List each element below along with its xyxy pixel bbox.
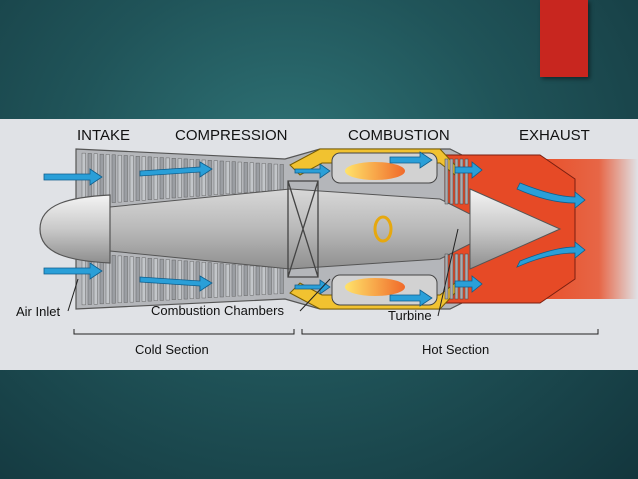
compressor-blade (237, 264, 242, 297)
compressor-blade (189, 159, 194, 197)
hot-section-bracket (301, 329, 599, 335)
callout-combustion-chambers: Combustion Chambers (151, 303, 284, 318)
compressor-blade (255, 266, 260, 296)
compressor-blade (213, 263, 218, 298)
callout-air-inlet: Air Inlet (16, 304, 61, 319)
compressor-blade (243, 265, 248, 296)
turbine-blade (449, 253, 454, 300)
compressor-blade (117, 255, 122, 304)
compressor-blade (261, 163, 266, 192)
red-accent-block (540, 0, 588, 77)
stage-label-compression: COMPRESSION (175, 127, 288, 144)
compressor-blade (225, 161, 230, 195)
air-flow-arrows (43, 151, 586, 307)
turbine-blade (444, 253, 449, 300)
stage-label-combustion: COMBUSTION (348, 127, 450, 144)
compressor-blade (195, 261, 200, 299)
compressor-blade (267, 163, 272, 191)
turbine-blade (454, 253, 459, 300)
compressor-blade (255, 162, 260, 192)
compressor-blade (279, 268, 284, 294)
compressor-blade (273, 267, 278, 295)
compressor-blade (195, 159, 200, 197)
compressor-blade (183, 158, 188, 198)
compressor-blade (237, 161, 242, 194)
compressor-blade (177, 158, 182, 198)
compressor-blade (243, 162, 248, 193)
air-flow-arrow-top-exhaust (516, 182, 586, 209)
compressor-blade (159, 157, 164, 200)
compressor-blade (267, 267, 272, 295)
compressor-blade (123, 256, 128, 303)
air-flow-arrow-top-inlet (43, 168, 103, 186)
callout-turbine: Turbine (388, 308, 432, 323)
turbine-blade (449, 158, 454, 205)
stage-label-intake: INTAKE (77, 127, 131, 144)
jet-engine-diagram (39, 148, 638, 335)
compressor-blade (111, 154, 116, 203)
air-flow-arrow-top-comb (294, 163, 331, 179)
turbine-blade (444, 158, 449, 205)
combustion-chambers-leader (299, 278, 331, 312)
compressor-blade (225, 263, 230, 297)
compressor-blade (135, 257, 140, 302)
turbine-blade (459, 158, 464, 205)
compressor-blade (141, 156, 146, 201)
compressor-blade (129, 256, 134, 303)
air-flow-arrow-bottom-comp (139, 275, 213, 292)
rotation-icon (373, 215, 393, 243)
compressor-blade (231, 161, 236, 194)
compressor-blade (219, 263, 224, 298)
compressor-blade (135, 156, 140, 201)
turbine-blade (464, 253, 469, 300)
turbine-blade (454, 158, 459, 205)
compressor-blade (207, 160, 212, 196)
compressor-blade (111, 255, 116, 304)
turbine-leader (437, 228, 459, 317)
compressor-blade (123, 155, 128, 202)
cold-section-bracket (73, 329, 295, 335)
turbine-blade (464, 158, 469, 205)
air-flow-arrow-bottom-exhaust (516, 241, 586, 268)
compressor-blade (129, 155, 134, 202)
tail-cone (469, 188, 562, 270)
compressor-blade (147, 156, 152, 201)
air-flow-arrow-bottom-inlet (43, 262, 103, 280)
compressor-blade (153, 157, 158, 200)
stage-label-exhaust: EXHAUST (519, 127, 590, 144)
compressor-blade (213, 160, 218, 195)
compressor-blade (219, 160, 224, 195)
air-flow-arrow-top-turbine (454, 161, 483, 179)
air-flow-arrow-bottom-comb (294, 279, 331, 295)
air-flow-arrow-top-comp (139, 161, 213, 178)
compressor-blade (273, 163, 278, 191)
compressor-blade (261, 266, 266, 295)
compressor-blade (201, 159, 206, 196)
section-label-hot: Hot Section (422, 342, 490, 357)
air-flow-arrow-bottom-turbine (454, 275, 483, 293)
air-flow-arrow-bottom-chamber (389, 289, 433, 307)
compressor-blade (249, 265, 254, 296)
air-inlet-leader (67, 278, 79, 312)
compressor-blade (117, 154, 122, 203)
nose-cone (39, 194, 111, 264)
compressor-blade (207, 262, 212, 298)
compressor-blade (231, 264, 236, 297)
turbine-blades (444, 158, 469, 300)
turbine-blade (459, 253, 464, 300)
compressor-blade (165, 157, 170, 199)
compressor-blade (279, 164, 284, 190)
compressor-blade (171, 158, 176, 199)
compressor-hub (287, 180, 319, 278)
compressor-blade (249, 162, 254, 193)
section-label-cold: Cold Section (135, 342, 209, 357)
air-flow-arrow-top-chamber (389, 151, 433, 169)
